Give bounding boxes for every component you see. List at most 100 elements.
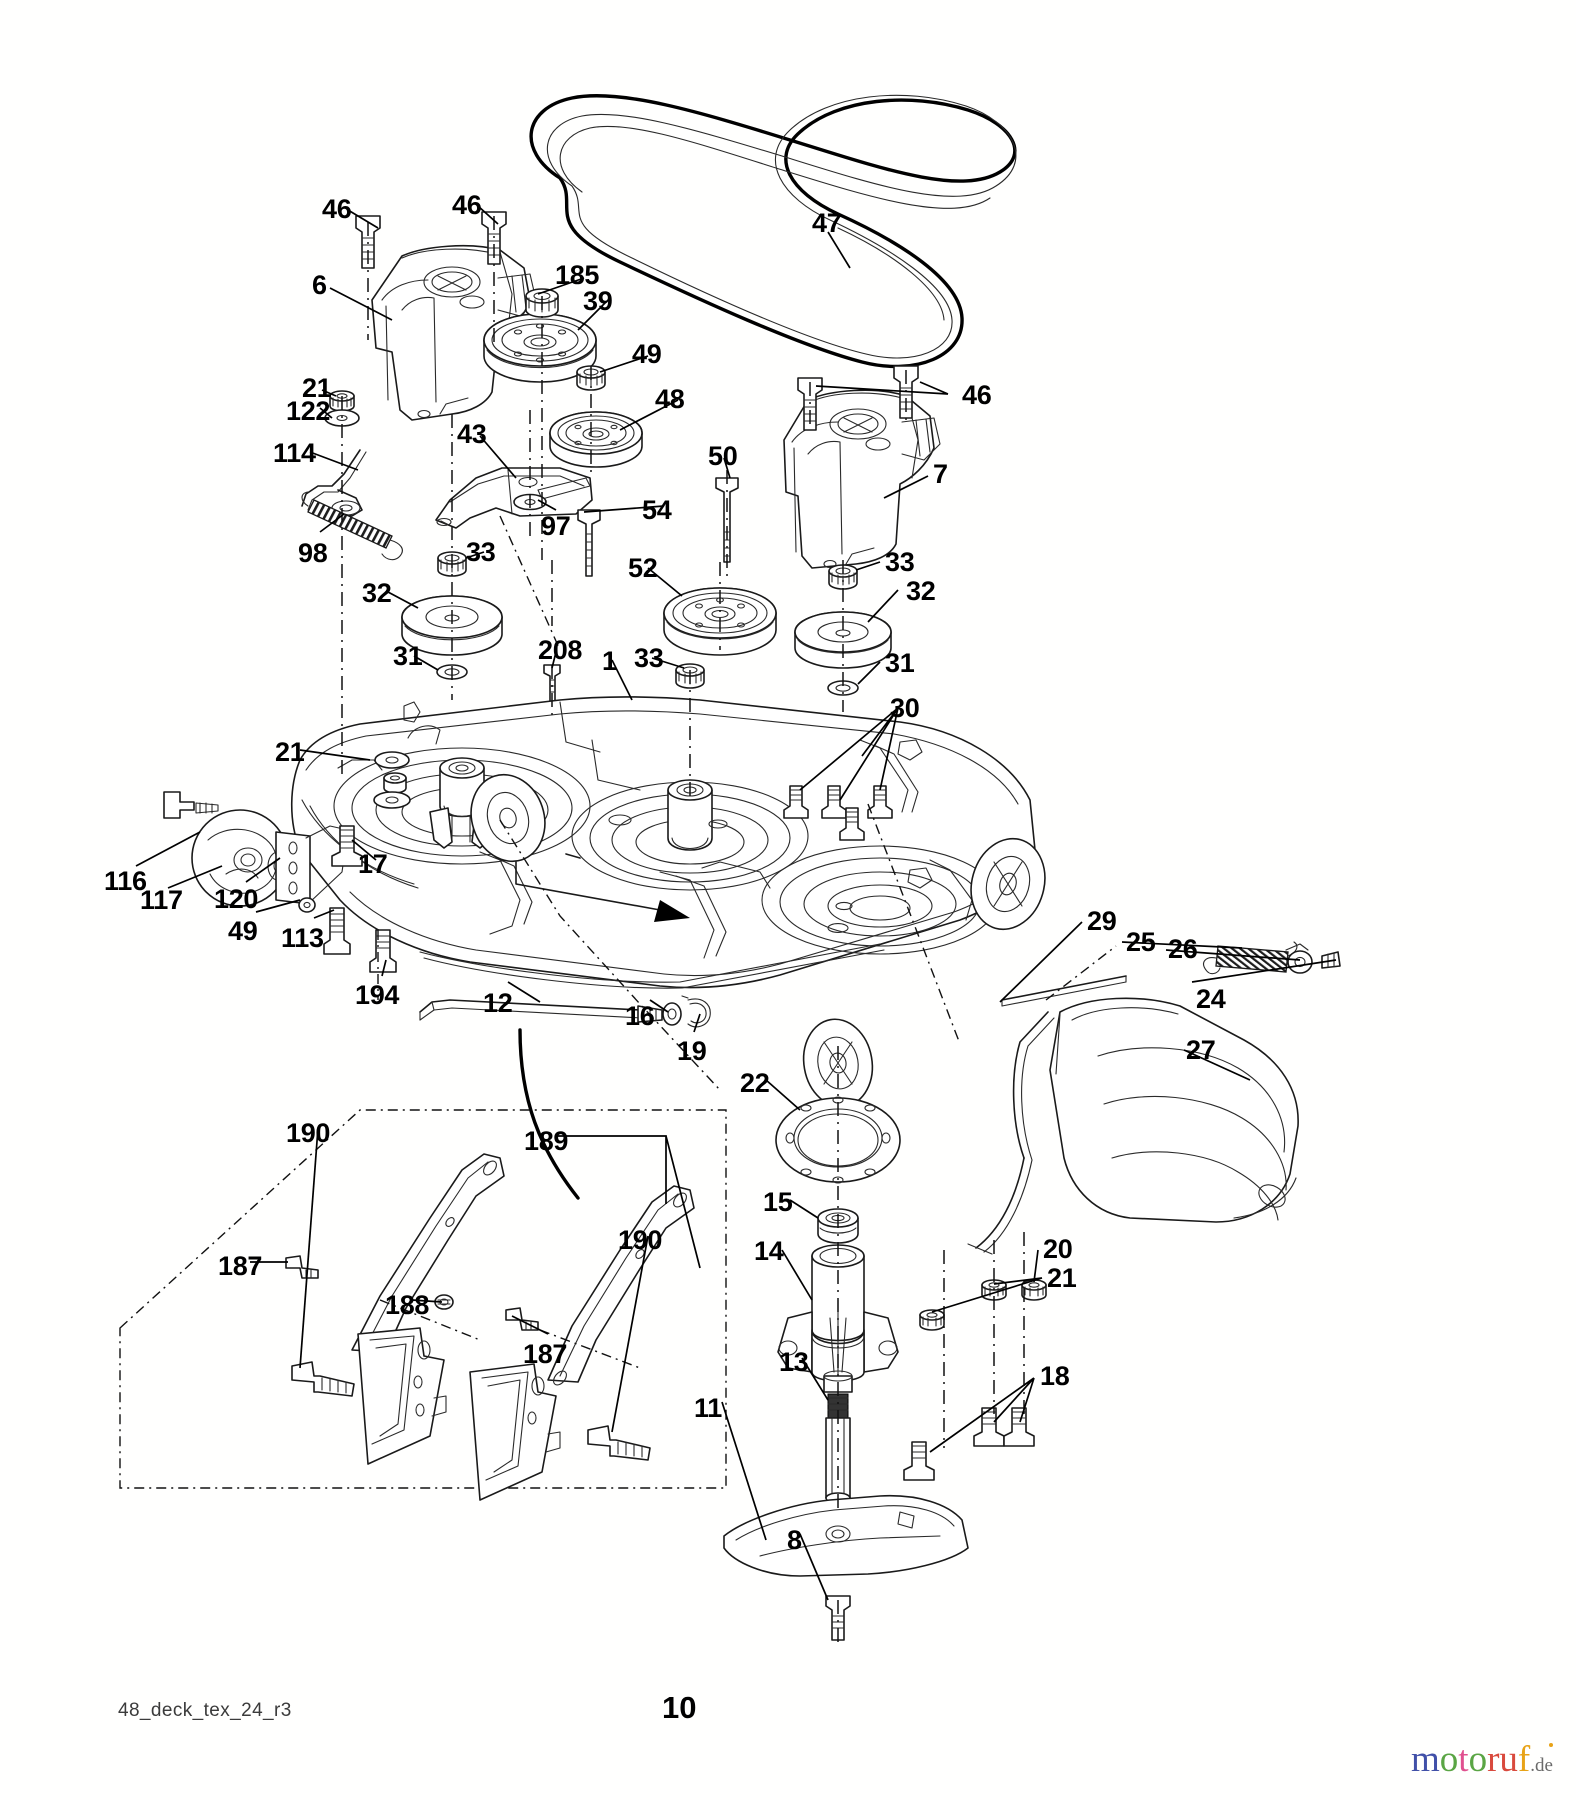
callout-21: 21 — [275, 737, 305, 767]
part-bracket-43 — [435, 467, 593, 529]
callout-113: 113 — [281, 923, 324, 953]
part-screw-194 — [369, 929, 397, 973]
deck-wheel-right-rear — [970, 837, 1046, 931]
deck-wheel-bottom — [802, 1018, 874, 1108]
leader-lines — [135, 205, 1337, 1601]
callout-98: 98 — [298, 538, 328, 568]
callout-19: 19 — [677, 1036, 707, 1066]
part-arm-189-right — [547, 1185, 695, 1386]
watermark-letter: t — [1458, 1739, 1469, 1780]
part-nut-188-small — [434, 1294, 454, 1310]
part-cover-6 — [371, 244, 537, 421]
part-plate-188-right — [469, 1363, 561, 1501]
callout-187: 187 — [218, 1251, 263, 1281]
callout-47: 47 — [812, 208, 842, 238]
callout-24: 24 — [1196, 984, 1226, 1014]
deck-spindle-center — [667, 779, 713, 851]
callout-25: 25 — [1126, 927, 1156, 957]
callout-188: 188 — [385, 1290, 430, 1320]
part-belt-47 — [529, 94, 1017, 369]
callout-46: 46 — [322, 194, 352, 224]
part-rod-guide — [967, 1011, 1055, 1255]
callout-29: 29 — [1087, 906, 1117, 936]
inset-detail-box — [119, 1109, 727, 1489]
callout-8: 8 — [787, 1525, 802, 1555]
part-housing-14 — [777, 1244, 899, 1393]
callout-12: 12 — [483, 988, 513, 1018]
callout-7: 7 — [933, 459, 948, 489]
part-bolt-190-b — [587, 1425, 651, 1461]
part-cover-7 — [783, 389, 941, 569]
callout-50: 50 — [708, 441, 738, 471]
part-screw-113 — [323, 907, 351, 955]
drawing-caption: 48_deck_tex_24_r3 — [118, 1700, 292, 1721]
callout-48: 48 — [655, 384, 685, 414]
part-bolt-54 — [577, 509, 601, 577]
callout-46: 46 — [452, 190, 482, 220]
callout-16: 16 — [625, 1001, 655, 1031]
callout-31: 31 — [885, 648, 915, 678]
callout-189: 189 — [524, 1126, 569, 1156]
callout-49: 49 — [632, 339, 662, 369]
part-pulley-32-right — [794, 564, 892, 696]
part-plate-188 — [357, 1327, 447, 1465]
part-pin-187-a — [285, 1255, 319, 1279]
watermark-letter: f — [1517, 1739, 1531, 1780]
part-mower-deck-1 — [290, 696, 1036, 989]
part-blade-11 — [723, 1494, 969, 1577]
page-number: 10 — [662, 1690, 697, 1725]
part-arm-189-left — [351, 1153, 505, 1356]
callout-117: 117 — [140, 885, 183, 915]
callout-54: 54 — [642, 495, 672, 525]
part-pulley-52 — [663, 587, 777, 656]
part-clip-19 — [681, 995, 711, 1028]
callout-190: 190 — [618, 1225, 663, 1255]
part-bolt-18-b — [973, 1407, 1005, 1447]
callout-30: 30 — [890, 693, 920, 723]
callout-114: 114 — [273, 438, 316, 468]
callout-39: 39 — [583, 286, 613, 316]
part-bolt-116 — [163, 791, 219, 819]
centerlines — [341, 216, 1117, 1648]
part-washer-16 — [662, 1002, 682, 1026]
callout-33: 33 — [634, 643, 664, 673]
deck-wheel-left-front — [470, 773, 546, 863]
part-screw-17 — [331, 825, 363, 867]
watermark-letter: u — [1499, 1739, 1518, 1780]
watermark-letter: m — [1411, 1739, 1440, 1780]
callout-20: 20 — [1043, 1234, 1073, 1264]
part-shaft-13 — [825, 1393, 851, 1504]
watermark-letter: r — [1487, 1739, 1500, 1780]
part-spring-98 — [301, 491, 403, 561]
callout-22: 22 — [740, 1068, 770, 1098]
watermark-dot — [1549, 1743, 1553, 1747]
callout-14: 14 — [754, 1236, 784, 1266]
callout-33: 33 — [466, 537, 496, 567]
callout-31: 31 — [393, 641, 423, 671]
callout-97: 97 — [541, 511, 571, 541]
callout-27: 27 — [1186, 1035, 1216, 1065]
callout-46: 46 — [962, 380, 992, 410]
callout-52: 52 — [628, 553, 658, 583]
part-deflector-27 — [1049, 997, 1299, 1223]
watermark-tld: .de — [1530, 1755, 1553, 1776]
callout-11: 11 — [694, 1393, 722, 1423]
part-screws-30 — [783, 785, 893, 841]
deck-direction-arrow — [515, 853, 690, 922]
part-pulley-48 — [549, 365, 643, 468]
part-nut-21-deck — [373, 751, 411, 809]
callout-43: 43 — [457, 419, 487, 449]
part-bolt-18-a — [903, 1441, 935, 1481]
callout-21: 21 — [1047, 1263, 1077, 1293]
part-pulley-39 — [483, 288, 597, 383]
part-rod-12 — [419, 999, 663, 1023]
part-nut-21-br-b — [919, 1309, 945, 1331]
callout-194: 194 — [355, 980, 400, 1010]
watermark-letter: o — [1439, 1739, 1459, 1780]
callout-6: 6 — [312, 270, 327, 300]
callout-1: 1 — [602, 646, 617, 676]
part-bolt-18-c — [1003, 1407, 1035, 1447]
part-bolt-8 — [825, 1595, 851, 1641]
